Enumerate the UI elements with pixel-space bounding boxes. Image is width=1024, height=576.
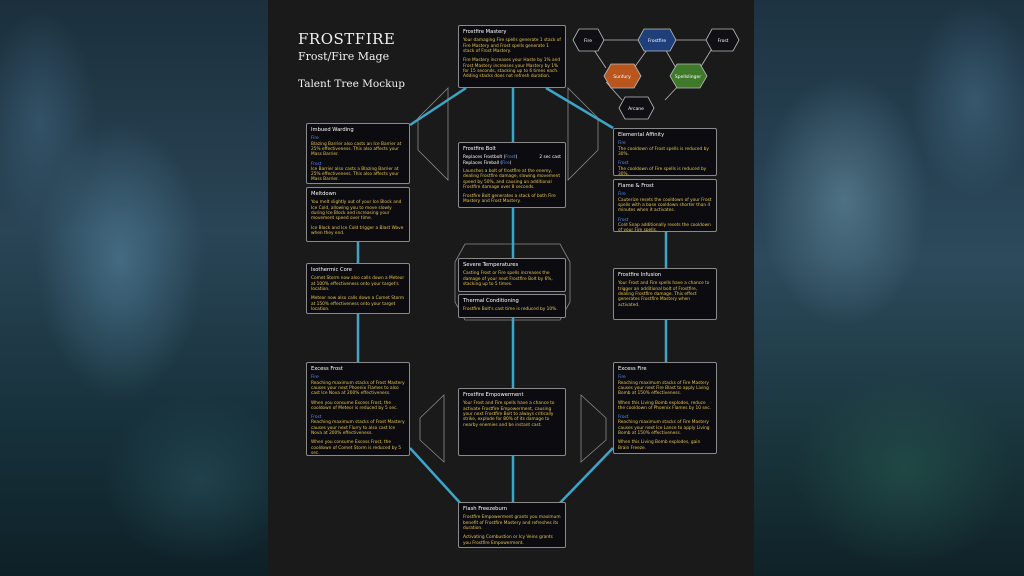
talent-text: The cooldown of Fire spells is reduced b… xyxy=(618,166,707,176)
talent-text: Activating Combustion or Icy Veins grant… xyxy=(463,535,553,546)
talent-title: Flash Freezeburn xyxy=(463,506,508,512)
talent-text: When you consume Excess Frost, the coold… xyxy=(311,440,402,456)
page-subtitle: Frost/Fire Mage xyxy=(298,50,390,63)
hex-label-frost: Frost xyxy=(718,38,729,44)
cast-time: 2 sec cast xyxy=(539,155,561,161)
talent-card-flame-and-frost[interactable]: Flame & Frost Fire Cauterize resets the … xyxy=(613,179,717,232)
hex-label-arcane: Arcane xyxy=(628,106,644,112)
frost-label: Frost xyxy=(618,161,629,167)
hex-label-frostfire: Frostfire xyxy=(648,38,666,44)
talent-card-thermal-conditioning[interactable]: Thermal Conditioning Frostfire Bolt's ca… xyxy=(458,294,566,318)
talent-text: Your Frost and Fire spells have a chance… xyxy=(463,401,555,428)
hex-sunfury xyxy=(603,63,642,89)
talent-text: The cooldown of Frost spells is reduced … xyxy=(618,146,709,157)
talent-text: Blazing Barrier also casts an Ice Barrie… xyxy=(311,141,402,158)
frost-label: Frost xyxy=(618,217,629,223)
talent-card-severe-temperatures[interactable]: Severe Temperatures Casting Frost or Fir… xyxy=(458,258,566,292)
talent-card-excess-fire[interactable]: Excess Fire Fire Reaching maximum stacks… xyxy=(613,362,717,454)
talent-card-flash-freezeburn[interactable]: Flash Freezeburn Frostfire Empowerment g… xyxy=(458,502,566,548)
replaces-end: ) xyxy=(515,155,518,161)
talent-card-excess-frost[interactable]: Excess Frost Fire Reaching maximum stack… xyxy=(306,362,410,456)
talent-title: Meltdown xyxy=(311,191,337,197)
fire-label: Fire xyxy=(311,375,319,381)
talent-text: When you consume Excess Frost, the coold… xyxy=(311,400,398,411)
background-art-right xyxy=(754,0,1024,576)
replaces-row-2: Replaces Fireball (Fire) xyxy=(463,161,561,166)
replaces-frostbolt: Replaces Frostbolt (Frost) xyxy=(463,155,517,160)
talent-text: Cauterize resets the cooldown of your Fr… xyxy=(618,197,712,214)
frost-tag: Frost xyxy=(505,155,516,161)
talent-title: Frostfire Bolt xyxy=(463,146,496,152)
fire-label: Fire xyxy=(618,192,626,198)
talent-title: Severe Temperatures xyxy=(463,262,519,268)
frost-label: Frost xyxy=(618,415,629,421)
hex-arcane xyxy=(618,96,655,120)
talent-title: Thermal Conditioning xyxy=(463,298,519,304)
talent-text: Casting Frost or Fire spells increases t… xyxy=(463,271,553,287)
replaces-end: ) xyxy=(509,160,512,166)
talent-text: Frostfire Empowerment grants you maximum… xyxy=(463,515,561,531)
talent-text: When this Living Bomb explodes, gain Bra… xyxy=(618,440,701,451)
talent-text: Frostfire Bolt generates a stack of both… xyxy=(463,194,556,205)
talent-card-frostfire-mastery[interactable]: Frostfire Mastery Your damaging Fire spe… xyxy=(458,25,566,88)
replaces-fireball: Replaces Fireball (Fire) xyxy=(463,161,511,166)
hex-label-spellslinger: Spellslinger xyxy=(675,74,701,80)
talent-text: Reaching maximum stacks of Frost Mastery… xyxy=(311,420,405,437)
spec-graph: Fire Frostfire Frost Sunfury Spellslinge… xyxy=(572,28,740,120)
connection-lines: Fire Frostfire Frost Sunfury Spellslinge… xyxy=(356,28,740,506)
replaces-text: Replaces Fireball ( xyxy=(463,160,503,166)
fire-label: Fire xyxy=(618,375,626,381)
talent-card-frostfire-bolt[interactable]: Frostfire Bolt Replaces Frostbolt (Frost… xyxy=(458,142,566,208)
talent-text: Frostfire Bolt's cast time is reduced by… xyxy=(463,307,558,313)
background-art-left xyxy=(0,0,268,576)
title-block: FROSTFIRE Frost/Fire Mage Talent Tree Mo… xyxy=(298,30,405,90)
frost-label: Frost xyxy=(311,161,322,167)
hex-frost xyxy=(705,28,740,52)
talent-text: Ice Block and Ice Cold trigger a Blast W… xyxy=(311,225,404,236)
talent-text: Meteor now also calls down a Comet Storm… xyxy=(311,296,405,312)
hex-label-fire: Fire xyxy=(584,38,592,44)
talent-text: Launches a bolt of frostfire at the enem… xyxy=(463,169,561,190)
talent-title: Imbued Warding xyxy=(311,127,354,133)
talent-text: Your Frost and Fire spells have a chance… xyxy=(618,281,710,308)
fire-label: Fire xyxy=(618,141,626,147)
replaces-row: Replaces Frostbolt (Frost) 2 sec cast xyxy=(463,155,561,160)
talent-title: Excess Frost xyxy=(311,366,343,372)
talent-title: Frostfire Mastery xyxy=(463,29,507,35)
frost-label: Frost xyxy=(311,415,322,421)
talent-text: Ice Barrier also casts a Blazing Barrier… xyxy=(311,166,399,183)
talent-card-meltdown[interactable]: Meltdown You melt slightly out of your I… xyxy=(306,187,410,242)
talent-card-frostfire-infusion[interactable]: Frostfire Infusion Your Frost and Fire s… xyxy=(613,268,717,320)
talent-text: Comet Storm now also calls down a Meteor… xyxy=(311,276,405,292)
talent-card-frostfire-empowerment[interactable]: Frostfire Empowerment Your Frost and Fir… xyxy=(458,388,566,456)
replaces-text: Replaces Frostbolt ( xyxy=(463,155,506,161)
talent-card-imbued-warding[interactable]: Imbued Warding Fire Blazing Barrier also… xyxy=(306,123,410,184)
talent-text: Cold Snap additionally resets the cooldo… xyxy=(618,222,711,232)
talent-title: Elemental Affinity xyxy=(618,132,665,138)
talent-text: When this Living Bomb explodes, reduce t… xyxy=(618,400,711,411)
talent-title: Frostfire Infusion xyxy=(618,272,662,278)
talent-text: Reaching maximum stacks of Fire Mastery … xyxy=(618,420,710,437)
talent-tree-sheet: Fire Frostfire Frost Sunfury Spellslinge… xyxy=(268,0,754,576)
talent-text: Reaching maximum stacks of Frost Mastery… xyxy=(311,380,405,397)
page-title: FROSTFIRE xyxy=(298,30,396,48)
hex-frostfire xyxy=(637,28,677,52)
talent-text: Reaching maximum stacks of Fire Mastery … xyxy=(618,380,709,397)
talent-card-elemental-affinity[interactable]: Elemental Affinity Fire The cooldown of … xyxy=(613,128,717,176)
talent-text: Fire Mastery increases your Haste by 1% … xyxy=(463,58,561,80)
hex-fire xyxy=(572,28,605,52)
hex-label-sunfury: Sunfury xyxy=(613,74,631,80)
talent-title: Flame & Frost xyxy=(618,183,654,189)
talent-title: Excess Fire xyxy=(618,366,647,372)
talent-title: Isothermic Core xyxy=(311,267,352,273)
hex-spellslinger xyxy=(669,63,708,89)
talent-title: Frostfire Empowerment xyxy=(463,392,524,398)
talent-card-isothermic-core[interactable]: Isothermic Core Comet Storm now also cal… xyxy=(306,263,410,314)
talent-text: You melt slightly out of your Ice Block … xyxy=(311,200,402,222)
fire-tag: Fire xyxy=(502,160,510,166)
page-caption: Talent Tree Mockup xyxy=(298,78,405,90)
fire-label: Fire xyxy=(311,136,319,142)
talent-text: Your damaging Fire spells generate 1 sta… xyxy=(463,38,561,54)
